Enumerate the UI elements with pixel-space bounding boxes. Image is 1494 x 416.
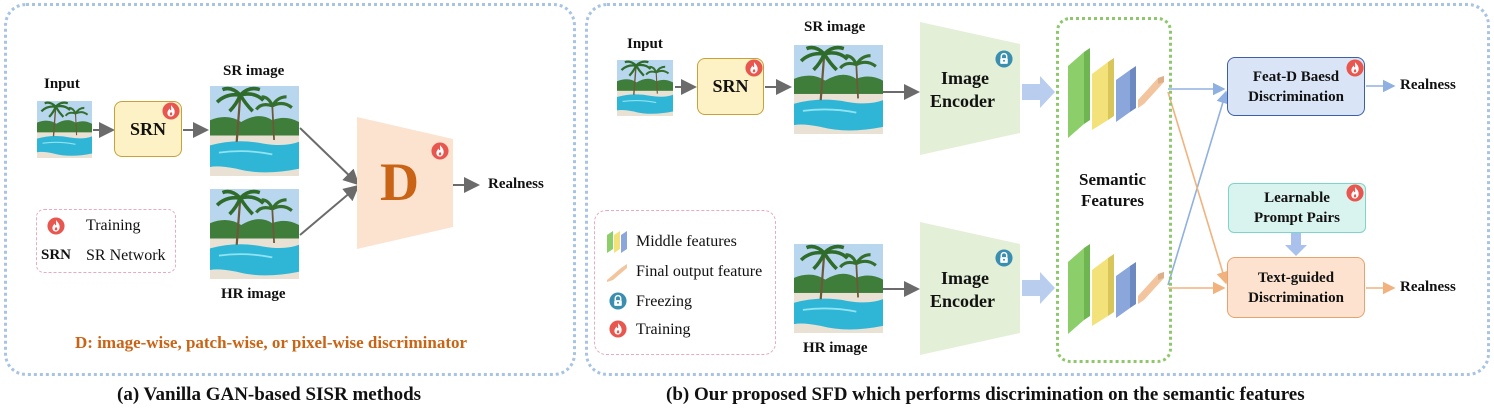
final-feature-icon — [605, 262, 629, 287]
encoder-top-line1: Image — [941, 68, 989, 88]
line-top-final-to-text — [1167, 91, 1229, 285]
arrow-hr-to-d — [299, 184, 360, 236]
fire-icon — [1346, 59, 1364, 82]
input-label-b: Input — [627, 36, 663, 52]
encoder-top-line2: Encoder — [930, 91, 995, 111]
sr-photo-a — [210, 86, 299, 176]
image-encoder-bottom — [920, 222, 1020, 360]
fire-icon — [1346, 184, 1364, 207]
sr-image-label-b: SR image — [804, 19, 866, 35]
lock-icon — [609, 292, 627, 315]
fire-icon — [431, 142, 449, 165]
input-photo-b — [617, 60, 673, 116]
legend-b-freezing: Freezing — [636, 293, 692, 310]
semantic-line2: Features — [1081, 191, 1144, 210]
realness-label-a: Realness — [488, 176, 544, 192]
big-arrow-bottom — [1022, 272, 1055, 304]
fire-icon — [47, 217, 65, 240]
fire-icon — [609, 320, 627, 343]
legend-b-final: Final output feature — [636, 263, 763, 280]
sr-image-label-a: SR image — [223, 63, 285, 79]
semantic-features-container — [1056, 17, 1172, 363]
encoder-bottom-line1: Image — [941, 268, 989, 288]
lock-icon — [995, 249, 1013, 272]
arrow-sr-to-d — [299, 127, 360, 186]
legend-a-srn-full: SR Network — [86, 247, 166, 264]
legend-b-training: Training — [636, 321, 691, 338]
feature-stack-top — [1066, 44, 1168, 145]
fire-icon — [162, 102, 180, 125]
legend-a-training: Training — [86, 217, 141, 234]
panel-a — [4, 3, 576, 376]
discriminator-label: D — [380, 152, 419, 212]
hr-image-label-a: HR image — [221, 286, 286, 302]
lock-icon — [995, 50, 1013, 73]
middle-features-icon — [605, 229, 631, 258]
sr-photo-b — [794, 45, 883, 134]
image-encoder-top — [920, 22, 1020, 160]
discriminator-note: D: image-wise, patch-wise, or pixel-wise… — [75, 333, 468, 352]
realness-bottom-b: Realness — [1400, 279, 1456, 295]
fire-icon — [745, 59, 763, 82]
realness-top-b: Realness — [1400, 77, 1456, 93]
legend-a-srn-abbrev: SRN — [41, 247, 72, 263]
discriminator-shape — [357, 117, 453, 254]
hr-photo-b — [794, 244, 883, 333]
legend-a — [36, 209, 176, 273]
big-arrow-top — [1022, 76, 1055, 108]
encoder-bottom-line2: Encoder — [930, 291, 995, 311]
legend-b-middle: Middle features — [636, 233, 737, 250]
caption-b: (b) Our proposed SFD which performs disc… — [666, 384, 1305, 405]
semantic-line1: Semantic — [1079, 170, 1147, 189]
input-label-a: Input — [44, 76, 80, 92]
input-photo-a — [37, 101, 92, 158]
legend-b — [594, 210, 776, 355]
hr-photo-a — [210, 189, 299, 279]
hr-image-label-b: HR image — [803, 340, 868, 356]
arrow-prompt-to-text — [1285, 233, 1307, 256]
panel-b — [585, 3, 1490, 376]
feature-stack-bottom — [1066, 240, 1168, 341]
caption-a: (a) Vanilla GAN-based SISR methods — [117, 384, 422, 405]
